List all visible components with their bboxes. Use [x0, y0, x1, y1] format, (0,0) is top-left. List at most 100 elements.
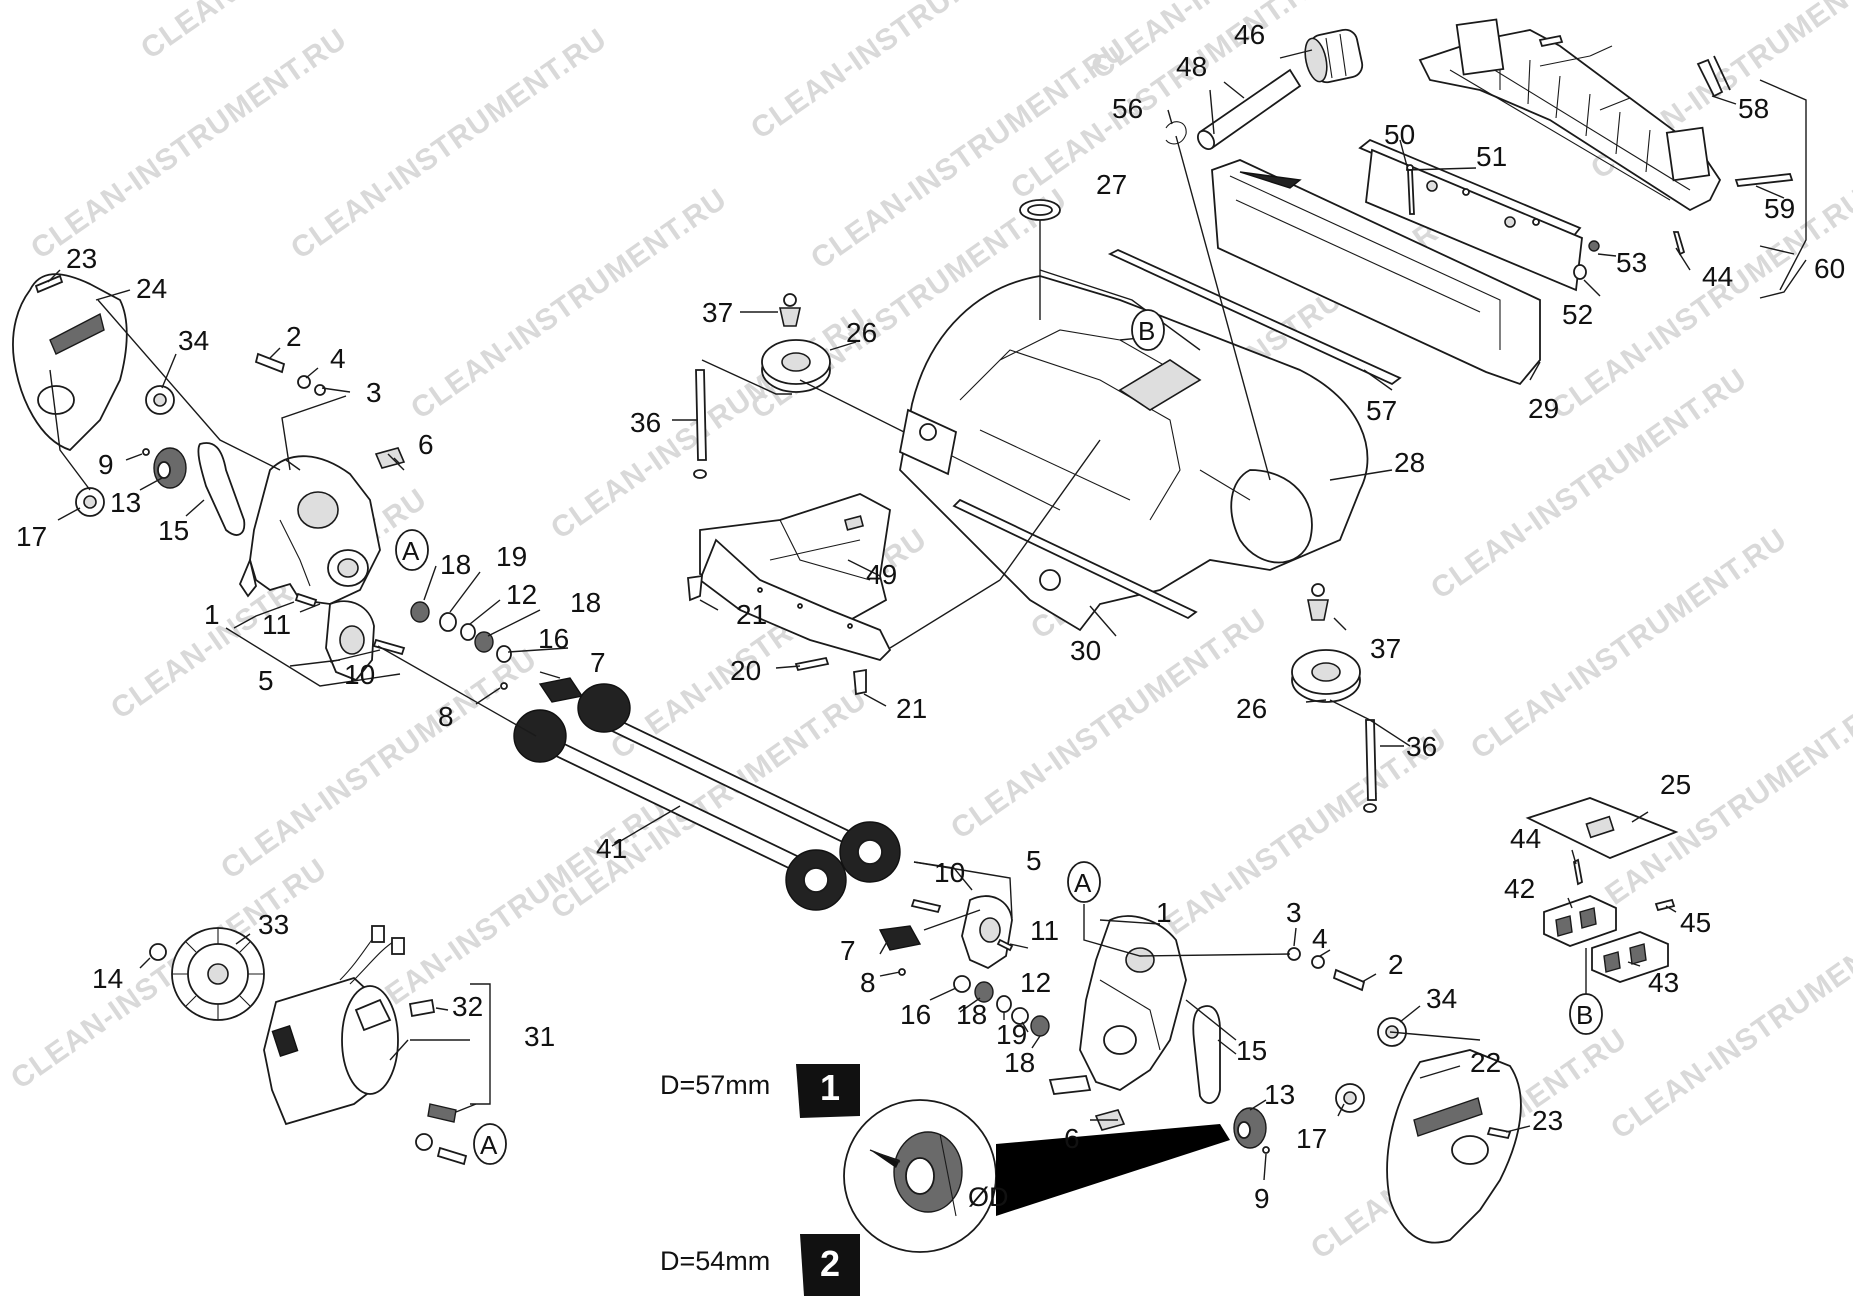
callout-a-letter: A [1074, 868, 1092, 898]
part-12-spacer [996, 995, 1012, 1013]
part-4-washer [1311, 955, 1325, 969]
part-3-washer [314, 384, 326, 396]
label-19-left: 19 [496, 541, 527, 572]
part-number-labels: 46 48 56 27 50 51 58 59 60 53 44 52 57 2… [16, 19, 1845, 1214]
part-15-belt [1192, 1005, 1221, 1104]
part-31-screw [436, 1146, 468, 1166]
part-53-nut [1588, 240, 1600, 252]
detail-pointer [996, 1124, 1230, 1216]
part-52-washer [1573, 264, 1587, 280]
label-14: 14 [92, 963, 123, 994]
part-25-plate [1525, 797, 1679, 859]
label-16-right: 16 [900, 999, 931, 1030]
label-1-right: 1 [1156, 897, 1172, 928]
label-57: 57 [1366, 395, 1397, 426]
label-2-right: 2 [1388, 949, 1404, 980]
callout-markers: A A A B B [395, 309, 1603, 1165]
label-6-right: 6 [1064, 1123, 1080, 1154]
part-18-bearing [474, 631, 494, 653]
label-49: 49 [866, 559, 897, 590]
label-13-right: 13 [1264, 1079, 1295, 1110]
label-12-left: 12 [506, 579, 537, 610]
part-7-coupling [878, 925, 922, 951]
callout-a: A [395, 529, 429, 571]
callout-a-letter: A [480, 1130, 498, 1160]
label-56: 56 [1112, 93, 1143, 124]
part-58-spring-pin [1696, 55, 1731, 98]
label-46: 46 [1234, 19, 1265, 50]
handle-bracket-assembly [1165, 18, 1794, 292]
label-20: 20 [730, 655, 761, 686]
right-gearbox [953, 895, 1522, 1244]
part-18-bearing [1030, 1015, 1050, 1037]
part-44-screw [1572, 858, 1584, 886]
label-34-right: 34 [1426, 983, 1457, 1014]
part-27-seal [1019, 199, 1061, 221]
part-26-wheel [1291, 649, 1361, 703]
label-29: 29 [1528, 393, 1559, 424]
label-3-right: 3 [1286, 897, 1302, 928]
wheel-assembly-bottom [1291, 583, 1377, 813]
detail-pulley [893, 1131, 963, 1217]
label-10-left: 10 [344, 659, 375, 690]
part-11-screw [996, 938, 1014, 952]
label-28: 28 [1394, 447, 1425, 478]
label-18-d: 18 [1004, 1047, 1035, 1078]
label-11-left: 11 [262, 609, 291, 640]
part-37-cap [1311, 583, 1325, 597]
label-36-top: 36 [630, 407, 661, 438]
variant-1-badge: 1 [820, 1067, 840, 1108]
part-21-pin [687, 574, 704, 602]
part-31-washer [415, 1133, 433, 1151]
diameter-label: ØD [968, 1182, 1009, 1212]
label-16-left: 16 [538, 623, 569, 654]
label-53: 53 [1616, 247, 1647, 278]
part-37-bushing [1307, 599, 1329, 621]
part-13-pulley [153, 447, 187, 489]
label-26-top: 26 [846, 317, 877, 348]
callout-b-letter: B [1138, 316, 1155, 346]
part-44-screw [1672, 231, 1686, 256]
part-45-pin [1654, 898, 1676, 912]
part-17-cap [75, 487, 105, 517]
main-housing [898, 159, 1541, 632]
label-13-left: 13 [110, 487, 141, 518]
label-18-a: 18 [440, 549, 471, 580]
label-6-left: 6 [418, 429, 434, 460]
variant-1: D=57mm 1 [660, 1064, 860, 1118]
label-32: 32 [452, 991, 483, 1022]
label-58: 58 [1738, 93, 1769, 124]
label-18-b: 18 [570, 587, 601, 618]
label-37-bottom: 37 [1370, 633, 1401, 664]
label-7-right: 7 [840, 935, 856, 966]
part-2-screw [254, 352, 286, 374]
part-36-axle [693, 369, 707, 479]
watermark: CLEAN-INSTRUMENT.RU [405, 182, 733, 425]
label-12-right: 12 [1020, 967, 1051, 998]
callout-b-letter: B [1576, 1000, 1593, 1030]
watermark: CLEAN-INSTRUMENT.RU [345, 792, 673, 1035]
part-23-screw [34, 274, 64, 294]
label-31: 31 [524, 1021, 555, 1052]
label-51: 51 [1476, 141, 1507, 172]
label-2-left: 2 [286, 321, 302, 352]
label-7-left: 7 [590, 647, 606, 678]
part-16-washer [953, 975, 971, 993]
part-9-ring [1262, 1146, 1270, 1154]
label-23-right: 23 [1532, 1105, 1563, 1136]
part-43-switch [1591, 931, 1669, 983]
part-15-belt [197, 442, 246, 536]
part-37-cap [783, 293, 797, 307]
variant-2-label: D=54mm [660, 1246, 770, 1276]
watermark: CLEAN-INSTRUMENT.RU [1125, 722, 1453, 965]
label-23-left: 23 [66, 243, 97, 274]
label-21-bottom: 21 [896, 693, 927, 724]
callout-a-letter: A [402, 536, 420, 566]
label-1-left: 1 [204, 599, 220, 630]
part-28-housing [898, 275, 1369, 632]
label-4-left: 4 [330, 343, 346, 374]
label-17-right: 17 [1296, 1123, 1327, 1154]
label-60: 60 [1814, 253, 1845, 284]
label-9-left: 9 [98, 449, 114, 480]
label-19-right: 19 [996, 1019, 1027, 1050]
